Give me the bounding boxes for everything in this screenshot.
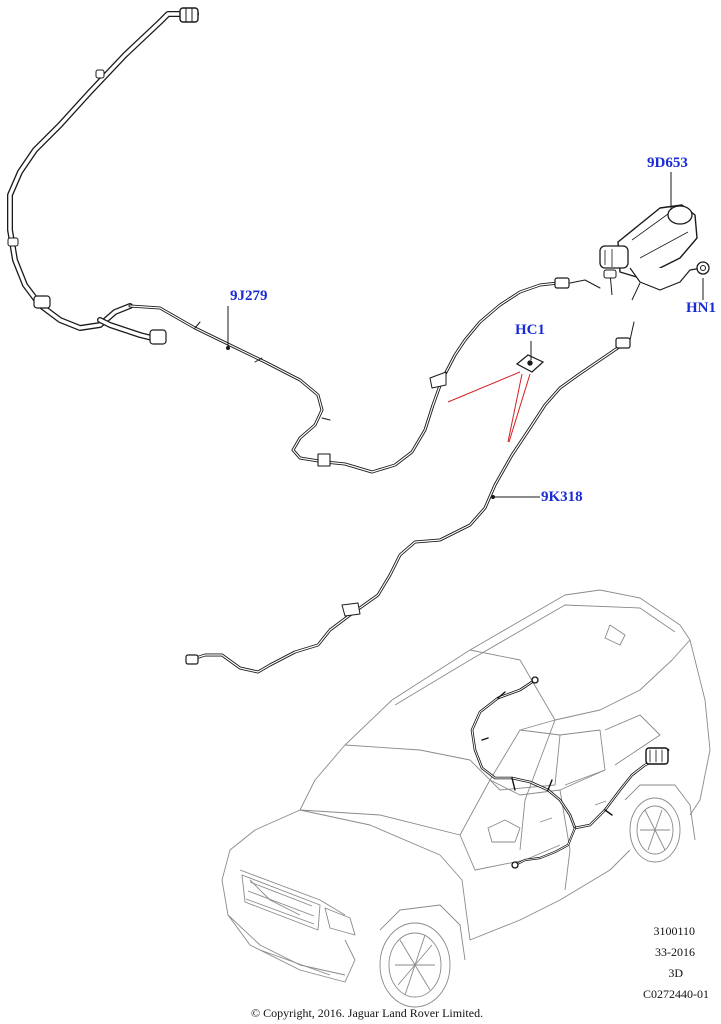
callout-9j279[interactable]: 9J279 (230, 288, 268, 304)
canister-9d653[interactable] (599, 204, 703, 301)
copyright-notice: © Copyright, 2016. Jaguar Land Rover Lim… (251, 1006, 484, 1020)
nut-hn1[interactable] (696, 261, 710, 275)
clip-hc1[interactable] (515, 354, 545, 373)
reference-code: C0272440-01 (643, 987, 709, 1001)
harness-in-vehicle (470, 676, 670, 869)
clip-location-arrows (447, 371, 531, 443)
reference-view: 3D (668, 966, 683, 980)
callout-9k318[interactable]: 9K318 (541, 489, 583, 505)
callout-9d653[interactable]: 9D653 (647, 155, 688, 171)
vent-pipe-9j279[interactable] (7, 7, 601, 474)
reference-section: 33-2016 (655, 945, 695, 959)
vehicle-location-view (221, 589, 711, 1008)
vent-pipe-9k318[interactable] (185, 321, 635, 674)
reference-number: 3100110 (653, 924, 695, 938)
callout-hn1[interactable]: HN1 (686, 300, 716, 316)
callout-hc1[interactable]: HC1 (515, 322, 545, 338)
